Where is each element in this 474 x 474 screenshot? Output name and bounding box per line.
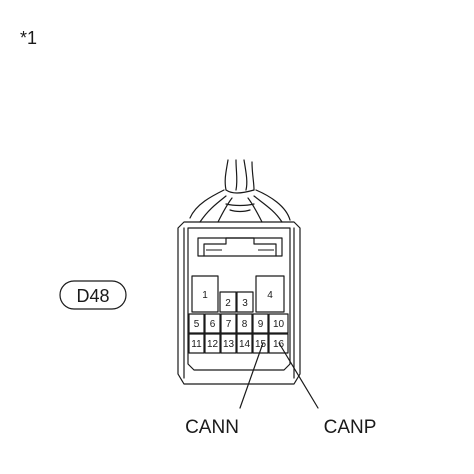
pin-number-7: 7 [226, 319, 232, 330]
pin-number-8: 8 [242, 319, 248, 330]
pin-cell-16 [268, 333, 289, 354]
pin-number-6: 6 [210, 319, 216, 330]
connector-id-badge: D48 [59, 280, 127, 310]
connector-housing [177, 221, 301, 385]
pin-number-1: 1 [202, 290, 208, 301]
pin-cell-2 [219, 291, 237, 313]
pin-cell-13 [220, 333, 237, 354]
pin-number-12: 12 [207, 339, 219, 350]
pin-number-11: 11 [191, 339, 202, 350]
pin-cell-4 [255, 275, 285, 313]
pin-number-4: 4 [267, 290, 273, 301]
pin-cell-1 [191, 275, 219, 313]
pin-cell-8 [236, 313, 253, 334]
pin-number-5: 5 [194, 319, 200, 330]
pin-cell-14 [236, 333, 253, 354]
pin-number-15: 15 [255, 339, 267, 350]
signal-label-cann: CANN [185, 417, 239, 438]
connector-id: D48 [76, 286, 109, 306]
pin-cell-15 [252, 333, 269, 354]
leader-line-canp [278, 342, 319, 409]
pin-grid: 1 2 3 4 5 6 7 8 9 10 11 12 13 14 15 16 [188, 275, 289, 354]
callout-label: *1 [20, 28, 37, 48]
pin-cell-5 [188, 313, 205, 334]
signal-label-canp: CANP [324, 417, 377, 438]
pin-number-9: 9 [258, 319, 264, 330]
pin-cell-7 [220, 313, 237, 334]
pin-cell-10 [268, 313, 289, 334]
pin-number-10: 10 [273, 319, 285, 330]
pin-number-2: 2 [225, 298, 231, 309]
pin-cell-6 [204, 313, 221, 334]
leader-line-cann [239, 342, 264, 409]
pin-cell-11 [188, 333, 205, 354]
wire-harness [189, 159, 291, 223]
pin-cell-12 [204, 333, 221, 354]
pin-number-13: 13 [223, 339, 235, 350]
pin-cell-9 [252, 313, 269, 334]
pin-number-3: 3 [242, 298, 248, 309]
pin-number-16: 16 [273, 339, 285, 350]
pin-number-14: 14 [239, 339, 251, 350]
pin-cell-3 [236, 291, 254, 313]
